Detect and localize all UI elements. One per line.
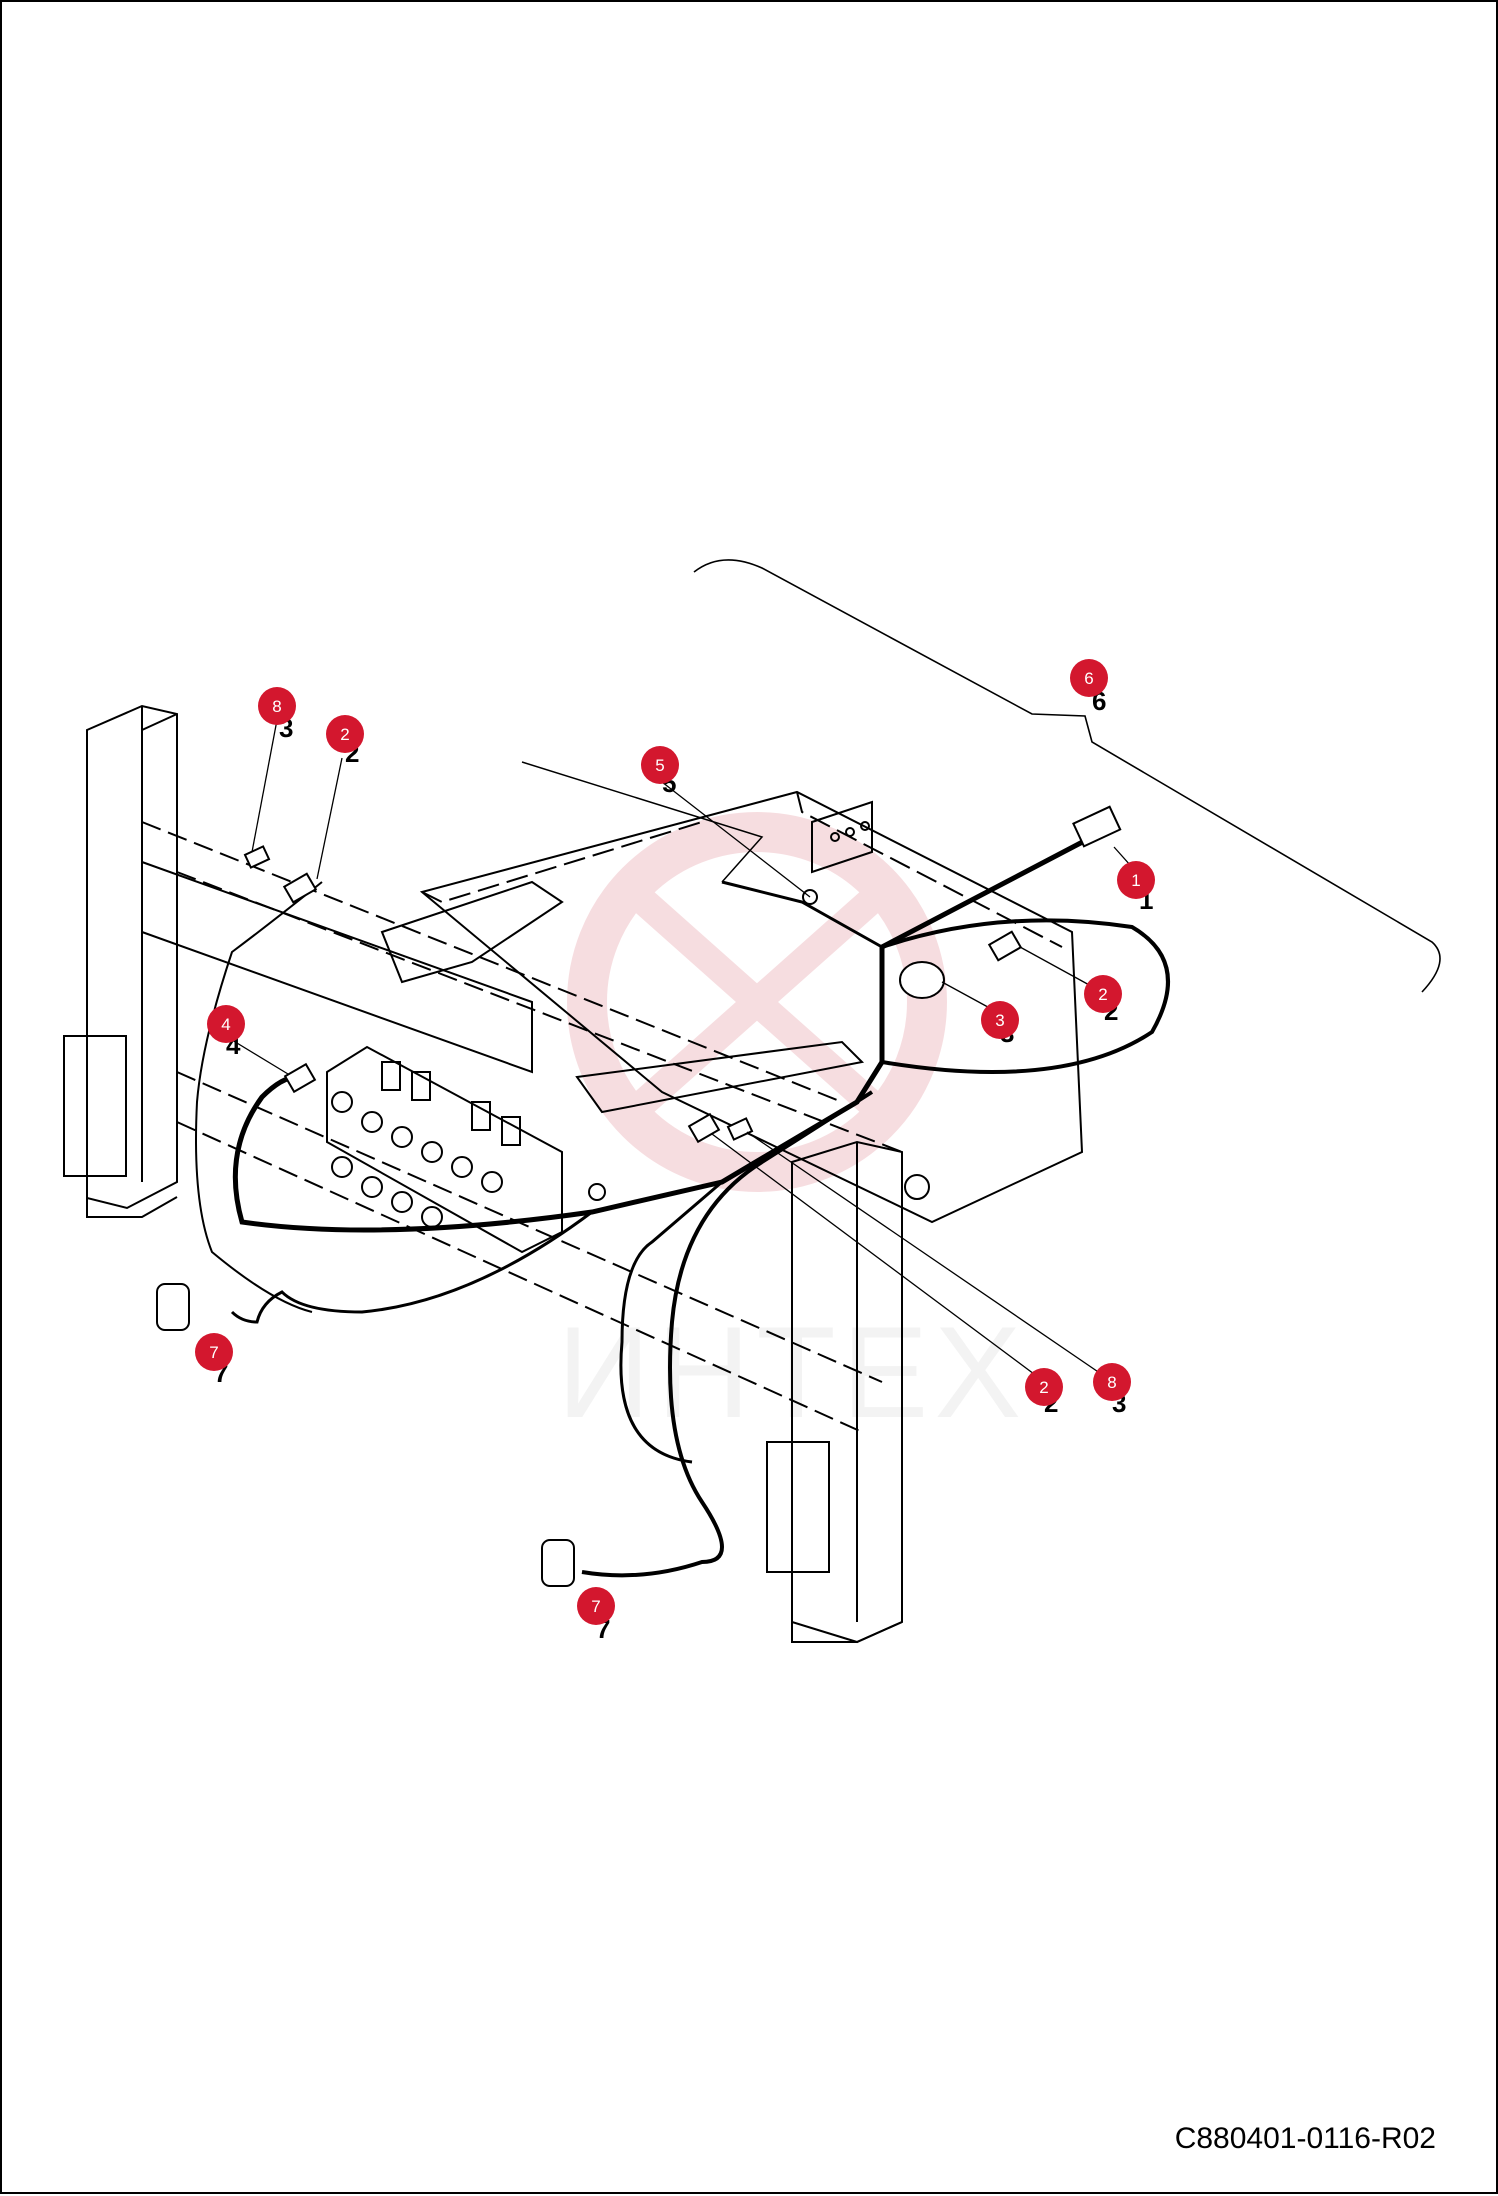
- callout-8-lower: 8: [1093, 1363, 1131, 1401]
- callout-5: 5: [641, 746, 679, 784]
- callout-3: 3: [981, 1001, 1019, 1039]
- component-3: [899, 961, 945, 999]
- lamp-7-left: [156, 1283, 190, 1331]
- connector-2-left: [282, 872, 318, 904]
- wire-harness: [195, 761, 1170, 1578]
- watermark: ИНТЕХ: [557, 812, 1027, 1445]
- callout-6: 6: [1070, 659, 1108, 697]
- callout-label: 4: [221, 1015, 230, 1034]
- watermark-text: ИНТЕХ: [557, 1299, 1027, 1445]
- fitting-8-left: [243, 845, 271, 869]
- connector-4: [283, 1062, 317, 1094]
- callout-label: 3: [995, 1011, 1004, 1030]
- callout-1: 1: [1117, 861, 1155, 899]
- mast-frame: [63, 704, 1084, 1644]
- connectors: [156, 805, 1122, 1587]
- callout-2-right: 2: [1084, 975, 1122, 1013]
- connector-2-right: [987, 930, 1023, 962]
- main-connector-1: [1072, 805, 1122, 848]
- callout-label: 2: [1039, 1378, 1048, 1397]
- callout-7-lower: 7: [577, 1587, 615, 1625]
- callout-2-top: 2: [326, 715, 364, 753]
- callout-label: 1: [1131, 871, 1140, 890]
- callout-7-left: 7: [195, 1333, 233, 1371]
- callout-label: 8: [272, 697, 281, 716]
- assembly-bracket-line: [693, 559, 1441, 993]
- callout-label: 2: [340, 725, 349, 744]
- callout-label: 7: [591, 1597, 600, 1616]
- callout-label: 8: [1107, 1373, 1116, 1392]
- connector-2-lower: [687, 1112, 721, 1144]
- lamp-7-lower: [541, 1539, 575, 1587]
- callout-label: 5: [655, 756, 664, 775]
- callout-2-lower: 2: [1025, 1368, 1063, 1406]
- callout-8-top: 8: [258, 687, 296, 725]
- callout-label: 2: [1098, 985, 1107, 1004]
- fitting-8-lower: [726, 1117, 754, 1141]
- callouts: 8 2 5 6 1 2 3 4: [195, 659, 1155, 1625]
- callout-4: 4: [207, 1005, 245, 1043]
- callout-label: 6: [1084, 669, 1093, 688]
- drawing-id: C880401-0116-R02: [1174, 2122, 1436, 2155]
- callout-label: 7: [209, 1343, 218, 1362]
